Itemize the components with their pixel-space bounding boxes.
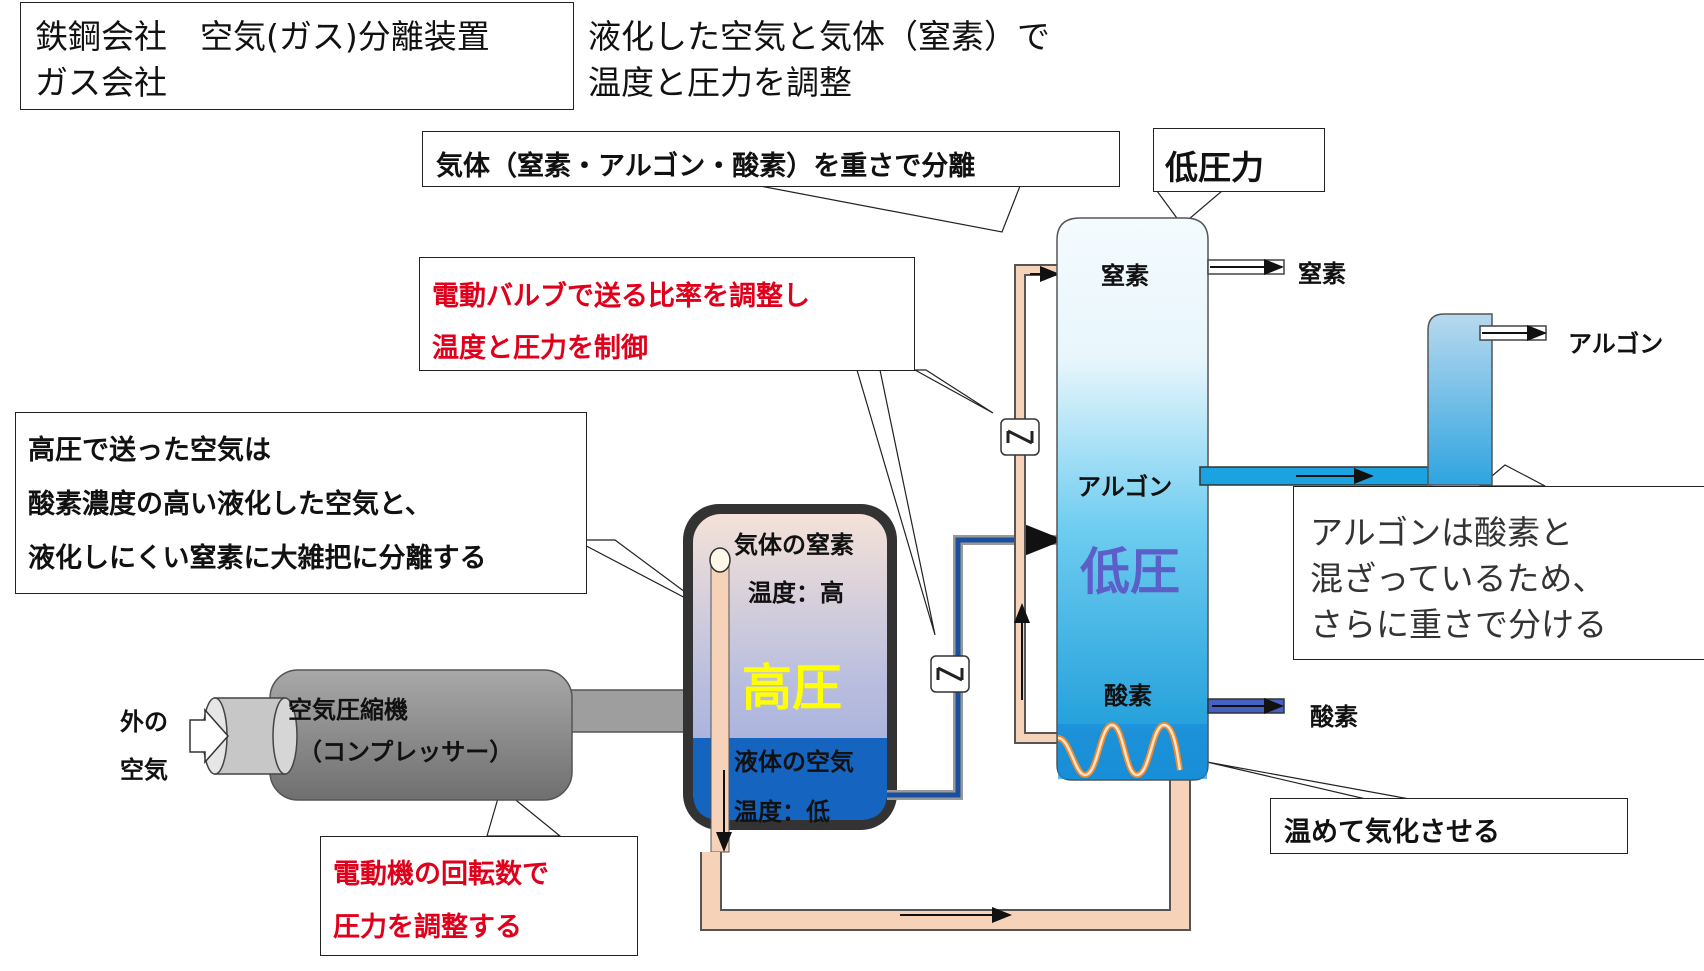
callout-hp-line1: 高圧で送った空気は	[28, 435, 271, 466]
callout-warm-vaporize	[1270, 798, 1628, 854]
pointer-warm	[1206, 761, 1416, 801]
valve-icon	[1000, 418, 1040, 456]
callout-motor-line2: 圧力を調整する	[333, 912, 522, 943]
callout-argon-note	[1293, 486, 1704, 660]
compressor-label-2: （コンプレッサー）	[298, 738, 514, 766]
hp-liquid-label: 液体の空気	[734, 748, 854, 776]
outside-air-label-1: 外の	[120, 708, 168, 736]
output-nitrogen-label: 窒素	[1298, 260, 1346, 288]
callout-motor	[320, 836, 638, 956]
output-oxygen-label: 酸素	[1310, 703, 1358, 731]
callout-valve-line1: 電動バルブで送る比率を調整し	[432, 281, 810, 312]
callout-argon-line1: アルゴンは酸素と	[1310, 513, 1574, 552]
callout-valve-control	[419, 257, 915, 371]
callout-argon-line3: さらに重さで分ける	[1310, 605, 1607, 644]
argon-column	[1427, 313, 1493, 486]
valve-icon	[930, 655, 970, 693]
callout-gas-separation-text: 気体（窒素・アルゴン・酸素）を重さで分離	[436, 151, 976, 182]
header-left-box	[20, 2, 574, 110]
callout-gas-separation	[422, 131, 1120, 187]
hp-gas-label: 気体の窒素	[734, 531, 854, 559]
column-argon-label: アルゴン	[1077, 473, 1173, 501]
column-oxygen-label: 酸素	[1104, 682, 1152, 710]
callout-hp-line2: 酸素濃度の高い液化した空気と、	[28, 489, 432, 520]
column-pressure-label: 低圧	[1080, 543, 1180, 601]
column-nitrogen-label: 窒素	[1101, 262, 1149, 290]
pointer-high-pressure	[574, 539, 713, 613]
hp-vessel-liquid	[693, 738, 887, 820]
callout-hp-line3: 液化しにくい窒素に大雑把に分離する	[28, 543, 487, 574]
output-argon-label: アルゴン	[1568, 330, 1664, 358]
compressor-label-1: 空気圧縮機	[288, 696, 408, 724]
callout-motor-line1: 電動機の回転数で	[333, 859, 549, 890]
outside-air-label-2: 空気	[120, 756, 168, 784]
header-left-line2: ガス会社	[35, 63, 167, 102]
header-right-line2: 温度と圧力を調整	[588, 63, 852, 102]
hp-liquid-temp: 温度：低	[734, 798, 830, 826]
header-right-line1: 液化した空気と気体（窒素）で	[588, 17, 1050, 56]
hp-gas-temp: 温度：高	[748, 579, 844, 607]
compressor-outlet-pipe	[569, 689, 699, 733]
header-left-line1: 鉄鋼会社 空気(ガス)分離装置	[35, 17, 490, 56]
callout-high-pressure	[15, 412, 587, 594]
callout-warm-vaporize-text: 温めて気化させる	[1284, 817, 1500, 848]
air-inlet-arrow-icon	[189, 708, 230, 764]
callout-valve-line2: 温度と圧力を制御	[432, 333, 648, 364]
callout-low-pressure-text: 低圧力	[1165, 148, 1264, 187]
callout-argon-line2: 混ざっているため、	[1310, 559, 1606, 598]
callout-low-pressure	[1153, 128, 1325, 192]
pointer-gas-separation	[759, 185, 1021, 233]
hp-pressure-label: 高圧	[742, 659, 842, 717]
pointer-valve-upper	[914, 369, 994, 414]
